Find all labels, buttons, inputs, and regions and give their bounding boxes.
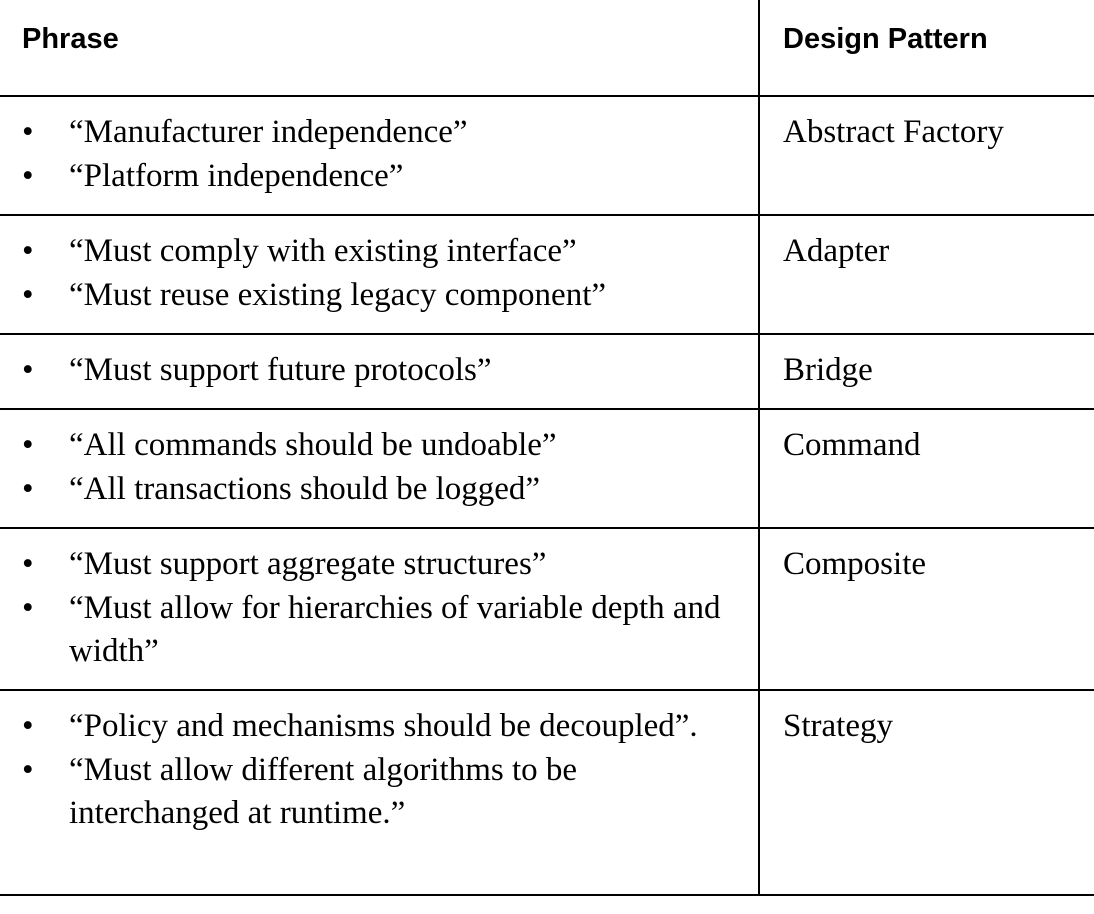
bullet-icon: • [22, 546, 34, 582]
phrase-column-header: Phrase [22, 23, 119, 55]
bullet-icon: • [22, 276, 34, 313]
table-row: • “Manufacturer independence” • “Platform … [0, 95, 1094, 216]
phrase-text: “Must comply with existing interface” [69, 233, 577, 269]
column-divider [758, 0, 760, 896]
design-pattern-column-header: Design Pattern [783, 23, 988, 55]
bullet-icon: • [22, 114, 34, 150]
phrase-item: • “Platform independence” [0, 155, 745, 199]
phrase-item: • “Manufacturer independence” [0, 111, 745, 155]
phrase-text: “Must support future protocols” [69, 352, 492, 388]
phrase-text: “Must allow different algorithms to be i… [69, 751, 578, 832]
phrase-item: • “Must reuse existing legacy component” [0, 274, 745, 318]
phrase-item: • “Must allow for hierarchies of variable… [0, 587, 745, 674]
table-row: • “Must comply with existing interface” •… [0, 214, 1094, 335]
bullet-icon: • [22, 157, 34, 194]
phrase-text: “Manufacturer independence” [69, 114, 468, 150]
phrase-item: • “Must support future protocols” [0, 349, 745, 393]
phrase-list: • “Must support future protocols” [0, 349, 745, 393]
phrase-text: “Policy and mechanisms should be decoupl… [69, 708, 698, 744]
phrase-list: • “All commands should be undoable” • “All… [0, 424, 745, 511]
table-row: • “Must support aggregate structures” • “M… [0, 527, 1094, 691]
phrase-text: “All commands should be undoable” [69, 427, 557, 463]
phrase-item: • “Policy and mechanisms should be decoup… [0, 705, 745, 749]
design-pattern-cell: Abstract Factory [783, 114, 1004, 150]
phrase-text: “Must allow for hierarchies of variable … [69, 589, 721, 670]
phrase-item: • “Must allow different algorithms to be … [0, 749, 745, 836]
phrase-item: • “All commands should be undoable” [0, 424, 745, 468]
table-row: • “Must support future protocols” Bridge [0, 333, 1094, 410]
design-pattern-cell: Adapter [783, 233, 890, 269]
bullet-icon: • [22, 233, 34, 269]
phrase-list: • “Manufacturer independence” • “Platform … [0, 111, 745, 198]
phrase-item: • “Must support aggregate structures” [0, 543, 745, 587]
phrase-list: • “Must comply with existing interface” •… [0, 230, 745, 317]
bullet-icon: • [22, 470, 34, 507]
phrase-text: “All transactions should be logged” [69, 470, 541, 507]
design-pattern-cell: Composite [783, 546, 927, 582]
phrase-item: • “Must comply with existing interface” [0, 230, 745, 274]
table-header-row: Phrase Design Pattern [0, 0, 1094, 97]
phrase-item: • “All transactions should be logged” [0, 468, 745, 512]
bullet-icon: • [22, 352, 34, 388]
design-pattern-cell: Bridge [783, 352, 873, 388]
design-pattern-cell: Command [783, 427, 921, 463]
design-pattern-cell: Strategy [783, 708, 893, 744]
phrase-list: • “Policy and mechanisms should be decoup… [0, 705, 745, 836]
bullet-icon: • [22, 751, 34, 788]
table-row: • “Policy and mechanisms should be decoup… [0, 689, 1094, 896]
bullet-icon: • [22, 427, 34, 463]
bullet-icon: • [22, 589, 34, 626]
phrase-text: “Platform independence” [69, 157, 404, 194]
phrase-text: “Must reuse existing legacy component” [69, 276, 607, 313]
phrase-text: “Must support aggregate structures” [69, 546, 547, 582]
phrase-list: • “Must support aggregate structures” • “M… [0, 543, 745, 674]
table-row: • “All commands should be undoable” • “All… [0, 408, 1094, 529]
bullet-icon: • [22, 708, 34, 744]
